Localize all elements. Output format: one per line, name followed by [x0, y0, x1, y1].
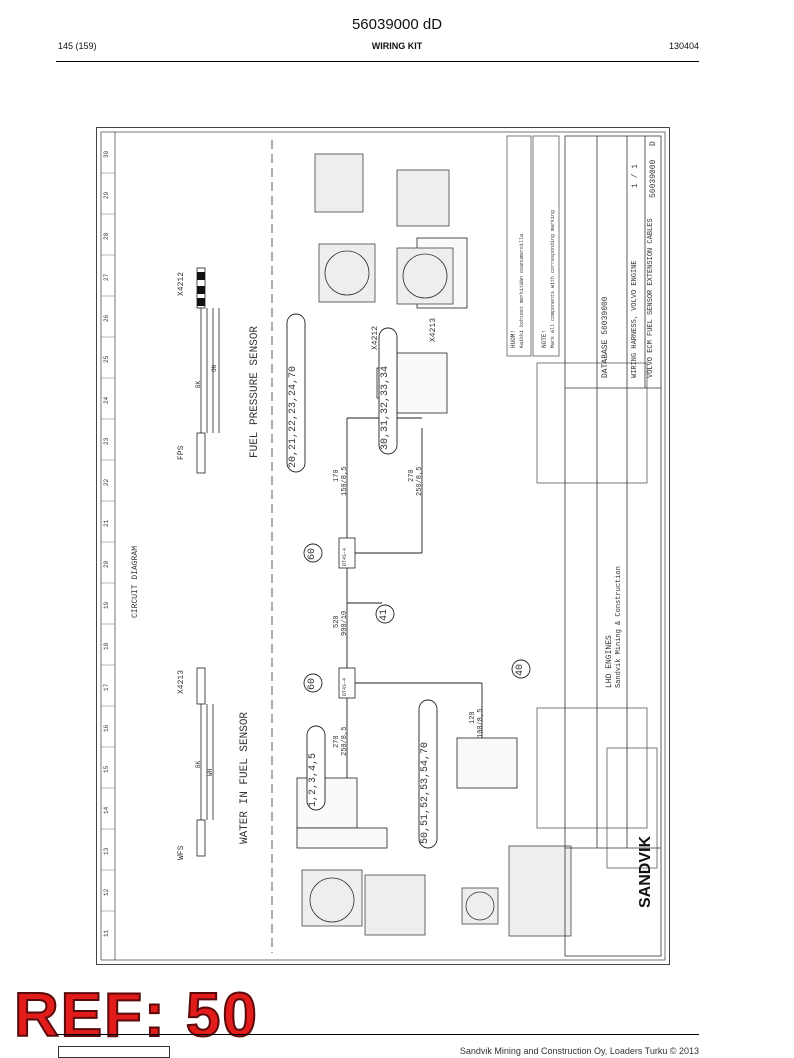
page-counter: 145 (159): [58, 41, 97, 51]
title-description: VOLVO ECM FUEL SENSOR EXTENSION CABLES: [647, 218, 655, 378]
footer-rule: [56, 1034, 699, 1035]
wire-bk-wfs: BK: [195, 760, 202, 768]
column-20: 20: [103, 560, 110, 568]
column-29: 29: [103, 191, 110, 199]
splice-label-a: DT4S-4: [342, 547, 348, 566]
column-22: 22: [103, 478, 110, 486]
database-label: DATABASE 56039000: [601, 296, 610, 378]
circuit-diagram-label: CIRCUIT DIAGRAM: [131, 545, 140, 618]
header-rule: [56, 61, 699, 62]
column-25: 25: [103, 355, 110, 363]
diagram-graphics: [100, 131, 666, 961]
date-code: 130404: [668, 41, 699, 51]
reference-label: REF: 50: [13, 981, 259, 1050]
cable-length-wfs-2: 120: [469, 711, 477, 724]
wire-bk-fps: BK: [195, 380, 202, 388]
cable-spec-trunk: 900/10: [341, 610, 349, 636]
bubble-41: 41: [379, 608, 390, 621]
note-title-fi: HUOM!: [510, 329, 517, 348]
title-company: LHD ENGINES: [605, 635, 614, 688]
title-sheet: 1 / 1: [631, 163, 640, 188]
wire-gn-fps: GN: [211, 364, 218, 372]
column-19: 19: [103, 601, 110, 609]
wiring-diagram-sheet: 30 29 28 27 26 25 24 23 22 21 20 19 18 1…: [96, 127, 670, 965]
column-26: 26: [103, 314, 110, 322]
cable-length-fps-1: 170: [333, 469, 341, 482]
wfs-label: WFS: [177, 845, 186, 860]
column-27: 27: [103, 273, 110, 281]
column-12: 12: [103, 888, 110, 896]
bubble-wfs-plug: 50,51,52,53,54,70: [420, 741, 431, 844]
column-13: 13: [103, 847, 110, 855]
fps-sensor-title: FUEL PRESSURE SENSOR: [249, 325, 261, 458]
cable-spec-fps-2: 250/8,5: [416, 466, 424, 496]
cable-length-fps-2: 270: [408, 469, 416, 482]
section-title: WIRING KIT: [371, 41, 423, 51]
footer-copyright: Sandvik Mining and Construction Oy, Load…: [459, 1046, 699, 1056]
column-15: 15: [103, 765, 110, 773]
bubble-splice-60-b: 60: [307, 677, 318, 690]
x4213-label: X4213: [429, 317, 438, 342]
sandvik-logo: SANDVIK: [637, 835, 654, 908]
column-28: 28: [103, 232, 110, 240]
wire-wh-wfs: WH: [207, 768, 214, 776]
note-text-fi: Kaikki kohteet merkitään osanumeroilla: [519, 233, 525, 348]
column-21: 21: [103, 519, 110, 527]
fps-label: FPS: [177, 445, 186, 460]
bubble-splice-60-a: 60: [307, 547, 318, 560]
x4212-label-left: X4212: [177, 271, 186, 296]
title-revision: D: [649, 141, 658, 146]
column-24: 24: [103, 396, 110, 404]
column-18: 18: [103, 642, 110, 650]
footer-logo-box: [58, 1046, 170, 1058]
cable-spec-wfs: 250/8,5: [341, 726, 349, 756]
cable-length-trunk: 520: [333, 615, 341, 628]
bubble-fps-plug: 20,21,22,23,24,70: [288, 365, 299, 468]
x4212-label: X4212: [371, 325, 380, 350]
column-23: 23: [103, 437, 110, 445]
column-16: 16: [103, 724, 110, 732]
column-17: 17: [103, 683, 110, 691]
bubble-40: 40: [515, 663, 526, 676]
title-subtitle: Sandvik Mining & Construction: [615, 566, 623, 688]
note-text-en: Mark all components with corresponding m…: [550, 209, 556, 348]
note-title-en: NOTE!: [541, 329, 548, 348]
column-14: 14: [103, 806, 110, 814]
splice-label-b: DT4S-4: [342, 677, 348, 696]
title-number: 56039000: [649, 159, 658, 198]
bubble-wfs-parts: 1,2,3,4,5: [308, 752, 319, 807]
column-30: 30: [103, 150, 110, 158]
title-main: WIRING HARNESS, VOLVO ENGINE: [631, 260, 639, 378]
x4213-label-left: X4213: [177, 669, 186, 694]
cable-length-wfs: 270: [333, 735, 341, 748]
column-11: 11: [103, 929, 110, 937]
cable-spec-fps-1: 150/8,5: [341, 466, 349, 496]
cable-spec-wfs-2: 100/8,5: [477, 708, 485, 738]
document-title: 56039000 dD: [351, 16, 443, 33]
wfs-sensor-title: WATER IN FUEL SENSOR: [239, 711, 251, 844]
bubble-fps-conn: 30,31,32,33,34: [380, 365, 391, 450]
